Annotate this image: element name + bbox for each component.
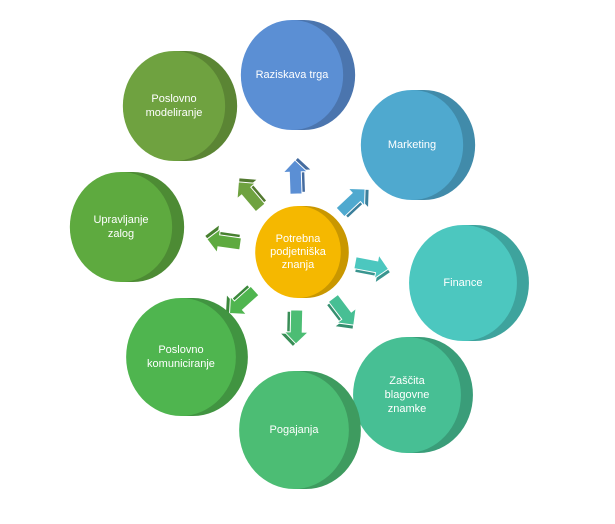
node-label-upravljanje-zalog: Upravljanje zalog [93,214,149,240]
node-label-poslovno-komuniciranje: Poslovno komuniciranje [147,344,215,370]
node-poslovno-modeliranje [122,51,238,161]
arrow-to-poslovno-modeliranje [236,178,267,213]
arrow-to-finance [353,253,390,282]
node-label-pogajanja: Pogajanja [269,424,319,436]
arrow-to-poslovno-komuniciranje [226,285,260,315]
node-label-finance: Finance [443,277,483,289]
node-label-marketing: Marketing [387,139,437,151]
node-label-zascita-blagovne-znamke: Zaščita blagovne znamke [384,375,430,415]
arrow-to-pogajanja [281,309,310,346]
node-label-raziskava-trga: Raziskava trga [255,69,329,81]
arrow-to-zascita-blagovne-znamke [327,293,357,329]
node-raziskava-trga [240,20,356,130]
node-poslovno-komuniciranje [126,298,248,416]
node-zascita-blagovne-znamke [353,337,473,453]
node-pogajanja [239,371,361,489]
node-finance [409,225,529,341]
center-label: Potrebna podjetniška znanja [270,232,326,271]
node-label-poslovno-modeliranje: Poslovno modeliranje [145,93,203,119]
arrow-to-raziskava-trga [282,157,311,195]
node-upravljanje-zalog [69,172,185,282]
node-marketing [360,90,476,200]
arrow-to-upravljanje-zalog [205,225,242,254]
arrow-to-marketing [335,187,369,218]
center-node [255,206,349,298]
